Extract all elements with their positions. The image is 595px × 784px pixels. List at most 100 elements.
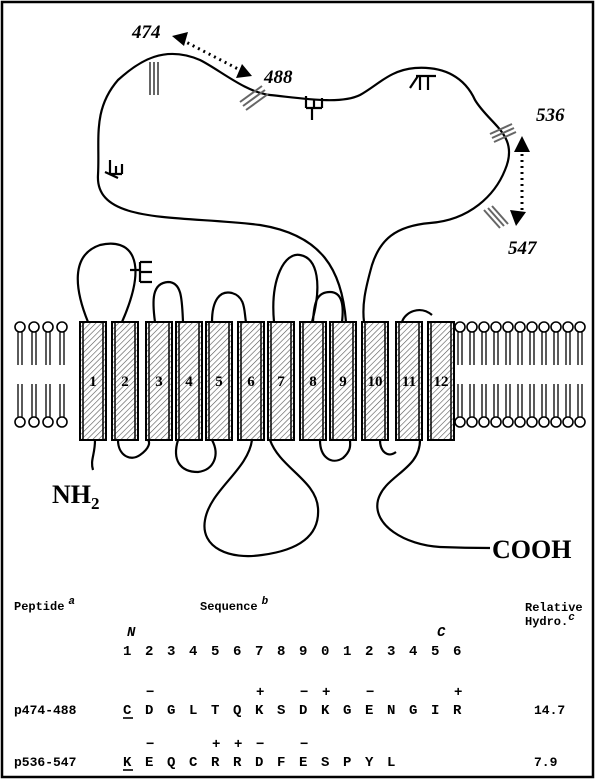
residue: K	[321, 703, 330, 719]
helix-5: 5	[206, 322, 232, 440]
relative-hydrophobicity: 14.7	[534, 703, 565, 718]
position-number: 3	[387, 644, 395, 660]
helix-12: 12	[428, 322, 454, 440]
helix-label-11: 11	[402, 374, 416, 390]
charge-mark: +	[256, 685, 264, 701]
charge-mark: +	[454, 685, 462, 701]
helix-label-5: 5	[215, 374, 223, 390]
helix-10: 10	[362, 322, 388, 440]
residue: Q	[233, 703, 241, 719]
header-peptide: Peptide	[14, 600, 64, 614]
header-hydro: Hydro.	[525, 615, 568, 629]
position-number: 4	[409, 644, 417, 660]
glycosylation-site-3	[410, 76, 436, 90]
loop-6-7-large	[204, 440, 318, 556]
helix-label-7: 7	[277, 374, 285, 390]
residue: S	[321, 755, 329, 771]
helix-1: 1	[80, 322, 106, 440]
loop-1-2	[78, 244, 136, 322]
c-terminus-label: C	[437, 625, 446, 641]
site-label-536: 536	[536, 105, 565, 126]
residue: Y	[365, 755, 374, 771]
helix-8: 8	[300, 322, 326, 440]
residue: K	[255, 703, 264, 719]
residue: F	[277, 755, 285, 771]
residue: S	[277, 703, 285, 719]
residue: D	[299, 703, 307, 719]
loop-5-6	[212, 292, 246, 322]
helix-7: 7	[268, 322, 294, 440]
position-number: 2	[365, 644, 373, 660]
charge-mark: +	[212, 737, 220, 753]
arrow-536-547	[510, 136, 530, 226]
header-sequence: Sequence	[200, 600, 258, 614]
residue: E	[145, 755, 153, 771]
loop-10-11-intra	[380, 440, 396, 454]
residue: E	[365, 703, 373, 719]
helix-6: 6	[238, 322, 264, 440]
residue: G	[167, 703, 175, 719]
charge-mark: −	[300, 685, 308, 701]
residue: T	[211, 703, 219, 719]
position-number: 3	[167, 644, 175, 660]
residue: Q	[167, 755, 175, 771]
site-marks	[150, 62, 516, 228]
loop-7-8	[273, 255, 317, 322]
helix-label-12: 12	[434, 374, 449, 390]
residue: C	[189, 755, 198, 771]
helix-label-1: 1	[89, 374, 97, 390]
site-label-488: 488	[263, 67, 293, 88]
position-number: 6	[233, 644, 241, 660]
nh2-tail	[92, 440, 95, 470]
loop-8-9-intra	[320, 440, 350, 461]
helix-label-4: 4	[185, 374, 193, 390]
charge-mark: +	[322, 685, 330, 701]
site-label-474: 474	[131, 22, 161, 43]
position-number: 5	[431, 644, 439, 660]
position-number: 2	[145, 644, 153, 660]
charge-mark: −	[366, 685, 374, 701]
nh2-label: NH2	[52, 480, 100, 513]
helix-2: 2	[112, 322, 138, 440]
helix-label-9: 9	[339, 374, 347, 390]
loop-3-4	[153, 282, 183, 322]
n-terminus-label: N	[127, 625, 136, 641]
position-number: 1	[343, 644, 351, 660]
residue: E	[299, 755, 307, 771]
position-number: 1	[123, 644, 131, 660]
position-number: 4	[189, 644, 197, 660]
header-hydro-sup: c	[568, 612, 575, 624]
site-label-547: 547	[508, 238, 538, 259]
extracellular-loop	[98, 54, 509, 322]
residue: G	[343, 703, 351, 719]
helix-label-8: 8	[309, 374, 317, 390]
glycosylation-site-4	[130, 262, 152, 282]
cooh-tail	[377, 440, 490, 548]
residue: D	[145, 703, 153, 719]
charge-mark: −	[300, 737, 308, 753]
helix-4: 4	[176, 322, 202, 440]
position-number: 8	[277, 644, 285, 660]
header-peptide-sup: a	[68, 596, 75, 608]
charge-mark: −	[146, 685, 154, 701]
position-number: 7	[255, 644, 263, 660]
helix-label-2: 2	[121, 374, 129, 390]
helix-label-6: 6	[247, 374, 255, 390]
residue: N	[387, 703, 395, 719]
helix-3: 3	[146, 322, 172, 440]
residue: R	[453, 703, 462, 719]
position-number: 6	[453, 644, 461, 660]
helix-label-3: 3	[155, 374, 163, 390]
loop-2-3	[118, 440, 149, 458]
residue: L	[387, 755, 395, 771]
position-number: 0	[321, 644, 329, 660]
residue: R	[211, 755, 220, 771]
